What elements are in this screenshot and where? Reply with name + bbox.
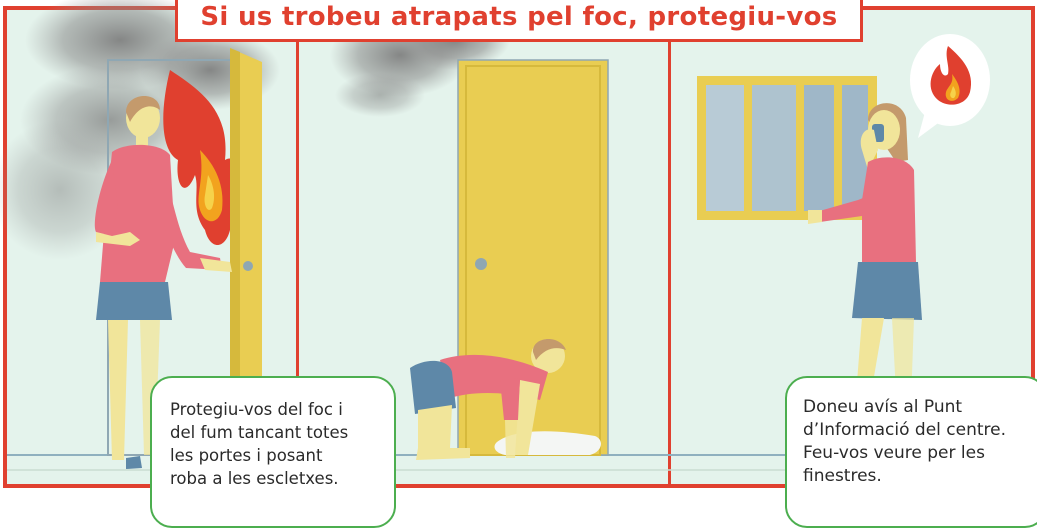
caption-panel-3: Doneu avís al Punt d’Informació del cent… [785,376,1037,528]
speech-bubble-fire-icon [910,34,990,138]
caption-line: finestres. [803,466,882,486]
title-banner: Si us trobeu atrapats pel foc, protegiu-… [175,0,863,42]
window [697,76,877,220]
panel-2 [330,10,609,460]
caption-panel-1: Protegiu-vos del foc i del fum tancant t… [150,376,396,528]
caption-line: Feu-vos veure per les [803,443,985,463]
caption-line: del fum tancant totes [170,423,349,442]
caption-line: d’Informació del centre. [803,420,1007,440]
page-title: Si us trobeu atrapats pel foc, protegiu-… [200,1,838,32]
person-closing-door [94,95,232,469]
panel-dividers [296,10,671,484]
door-open [230,48,262,460]
caption-line: les portes i posant [170,446,323,465]
person-crawling [410,338,566,460]
caption-line: Doneu avís al Punt [803,397,963,417]
caption-line: roba a les escletxes. [170,469,339,488]
caption-line: Protegiu-vos del foc i [170,400,343,419]
panel-1 [0,0,280,469]
fire-icon [163,70,240,245]
